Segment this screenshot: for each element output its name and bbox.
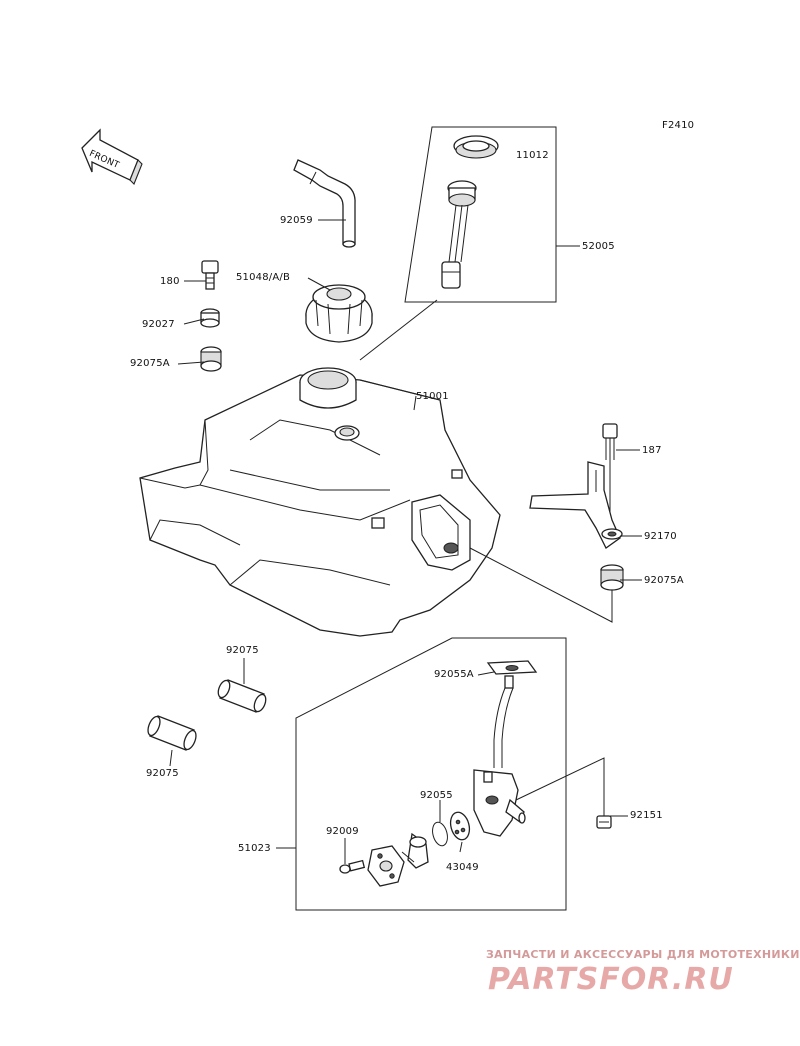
cock-lever-part [401, 832, 429, 869]
label-92009: 92009 [326, 826, 359, 837]
gasket-92055a-part [486, 660, 538, 675]
cock-plate-part [367, 845, 405, 887]
label-11012: 11012 [516, 150, 549, 161]
label-51023: 51023 [238, 843, 271, 854]
label-92055a: 92055A [434, 669, 474, 680]
label-92059: 92059 [280, 215, 313, 226]
label-43049: 43049 [446, 862, 479, 873]
label-92027: 92027 [142, 319, 175, 330]
gauge-assembly-frame [404, 126, 557, 303]
breather-hose-part [293, 159, 356, 248]
bracket-leader-line [469, 547, 613, 623]
collar-92027-part [200, 308, 220, 328]
watermark-tagline: ЗАПЧАСТИ И АКСЕССУАРЫ ДЛЯ МОТОТЕХНИКИ [486, 948, 800, 961]
fuel-gauge-sender-part [441, 180, 477, 289]
fuel-cock-leader-line [515, 757, 605, 806]
gasket-ring-part [453, 135, 499, 159]
clamp-92170-part [529, 461, 623, 549]
o-ring-92055-part [432, 821, 448, 847]
front-arrow-icon [81, 128, 143, 185]
label-52005: 52005 [582, 241, 615, 252]
label-92151: 92151 [630, 810, 663, 821]
damper-92075a-left-part [200, 346, 222, 372]
label-180: 180 [160, 276, 180, 287]
label-92075a-right: 92075A [644, 575, 684, 586]
damper-92075a-right-part [600, 564, 624, 591]
label-92075a-left: 92075A [130, 358, 170, 369]
label-51001: 51001 [416, 391, 449, 402]
figure-code: F2410 [662, 120, 695, 131]
diaphragm-43049-part [449, 811, 471, 841]
label-92075-bottom: 92075 [146, 768, 179, 779]
tube-92075-bottom-part [147, 715, 197, 751]
gauge-leader-line [359, 299, 438, 361]
label-92075-top: 92075 [226, 645, 259, 656]
fuel-tank-part [139, 367, 501, 637]
screw-92151-part [596, 806, 612, 829]
fuel-cap-part [305, 284, 373, 343]
label-187: 187 [642, 445, 662, 456]
label-leader-lines [169, 219, 642, 864]
label-92170: 92170 [644, 531, 677, 542]
watermark-logo: PARTSFOR.RU [488, 962, 734, 997]
fuel-cock-part [473, 675, 526, 837]
fuel-cock-frame [295, 637, 567, 911]
label-51048: 51048/A/B [236, 272, 291, 283]
bolt-180-part [201, 260, 219, 290]
label-92055: 92055 [420, 790, 453, 801]
screw-92009-part [339, 859, 366, 874]
tube-92075-top-part [217, 679, 267, 713]
